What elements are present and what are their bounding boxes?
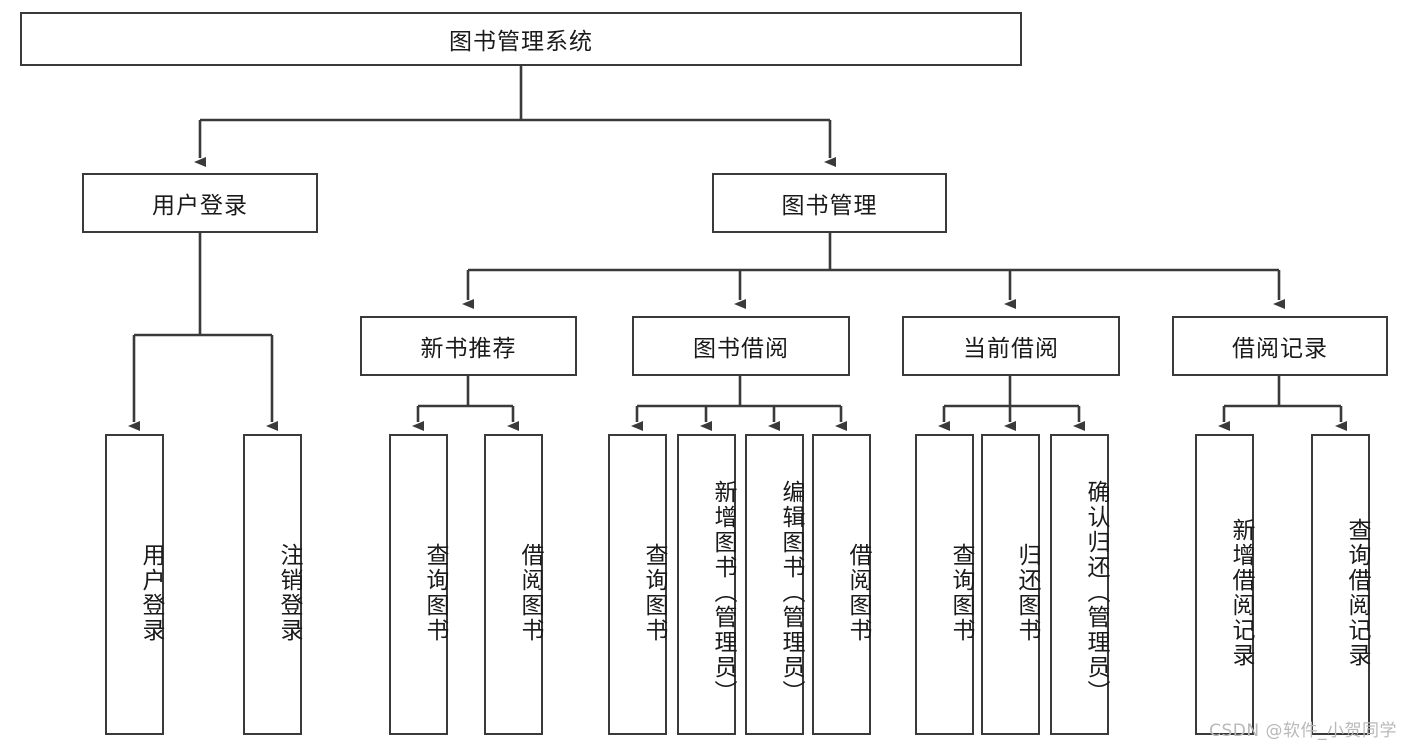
node-current-borrow-label: 当前借阅 [963,336,1059,362]
node-leaf-confirm-return-label: 确认归还（管理员） [1083,480,1109,705]
node-book-borrow[interactable]: 图书借阅 [632,316,850,376]
node-leaf-add-book-label: 新增图书（管理员） [710,480,736,705]
node-leaf-query-book-1-label: 查询图书 [422,542,448,643]
node-leaf-edit-book[interactable]: 编辑图书（管理员） [745,434,804,735]
node-leaf-query-record[interactable]: 查询借阅记录 [1311,434,1370,735]
node-leaf-logout-label: 注销登录 [276,542,302,643]
node-leaf-confirm-return[interactable]: 确认归还（管理员） [1050,434,1109,735]
node-user-login[interactable]: 用户登录 [82,173,318,233]
node-root-label: 图书管理系统 [449,29,593,55]
node-leaf-logout[interactable]: 注销登录 [243,434,302,735]
node-borrow-record[interactable]: 借阅记录 [1172,316,1388,376]
node-new-book-rec[interactable]: 新书推荐 [360,316,577,376]
node-leaf-user-login[interactable]: 用户登录 [105,434,164,735]
node-user-login-label: 用户登录 [152,193,248,219]
node-leaf-query-book-2-label: 查询图书 [641,542,667,643]
node-leaf-borrow-book-1[interactable]: 借阅图书 [484,434,543,735]
node-leaf-edit-book-label: 编辑图书（管理员） [778,480,804,705]
node-leaf-query-book-1[interactable]: 查询图书 [389,434,448,735]
node-borrow-record-label: 借阅记录 [1232,336,1328,362]
node-leaf-add-book[interactable]: 新增图书（管理员） [677,434,736,735]
node-leaf-return-book[interactable]: 归还图书 [981,434,1040,735]
node-leaf-query-record-label: 查询借阅记录 [1344,517,1370,668]
node-book-manage-label: 图书管理 [781,193,878,219]
node-leaf-borrow-book-2[interactable]: 借阅图书 [812,434,871,735]
node-leaf-user-login-label: 用户登录 [138,542,164,643]
node-root[interactable]: 图书管理系统 [20,12,1022,66]
node-leaf-return-book-label: 归还图书 [1014,542,1040,643]
node-leaf-query-book-2[interactable]: 查询图书 [608,434,667,735]
node-leaf-add-record[interactable]: 新增借阅记录 [1195,434,1254,735]
node-current-borrow[interactable]: 当前借阅 [902,316,1120,376]
node-leaf-query-book-3[interactable]: 查询图书 [915,434,974,735]
node-leaf-borrow-book-2-label: 借阅图书 [845,542,871,643]
node-book-borrow-label: 图书借阅 [693,336,789,362]
node-leaf-borrow-book-1-label: 借阅图书 [517,542,543,643]
node-new-book-rec-label: 新书推荐 [420,336,517,362]
node-book-manage[interactable]: 图书管理 [712,173,947,233]
node-leaf-query-book-3-label: 查询图书 [948,542,974,643]
node-leaf-add-record-label: 新增借阅记录 [1228,517,1254,668]
